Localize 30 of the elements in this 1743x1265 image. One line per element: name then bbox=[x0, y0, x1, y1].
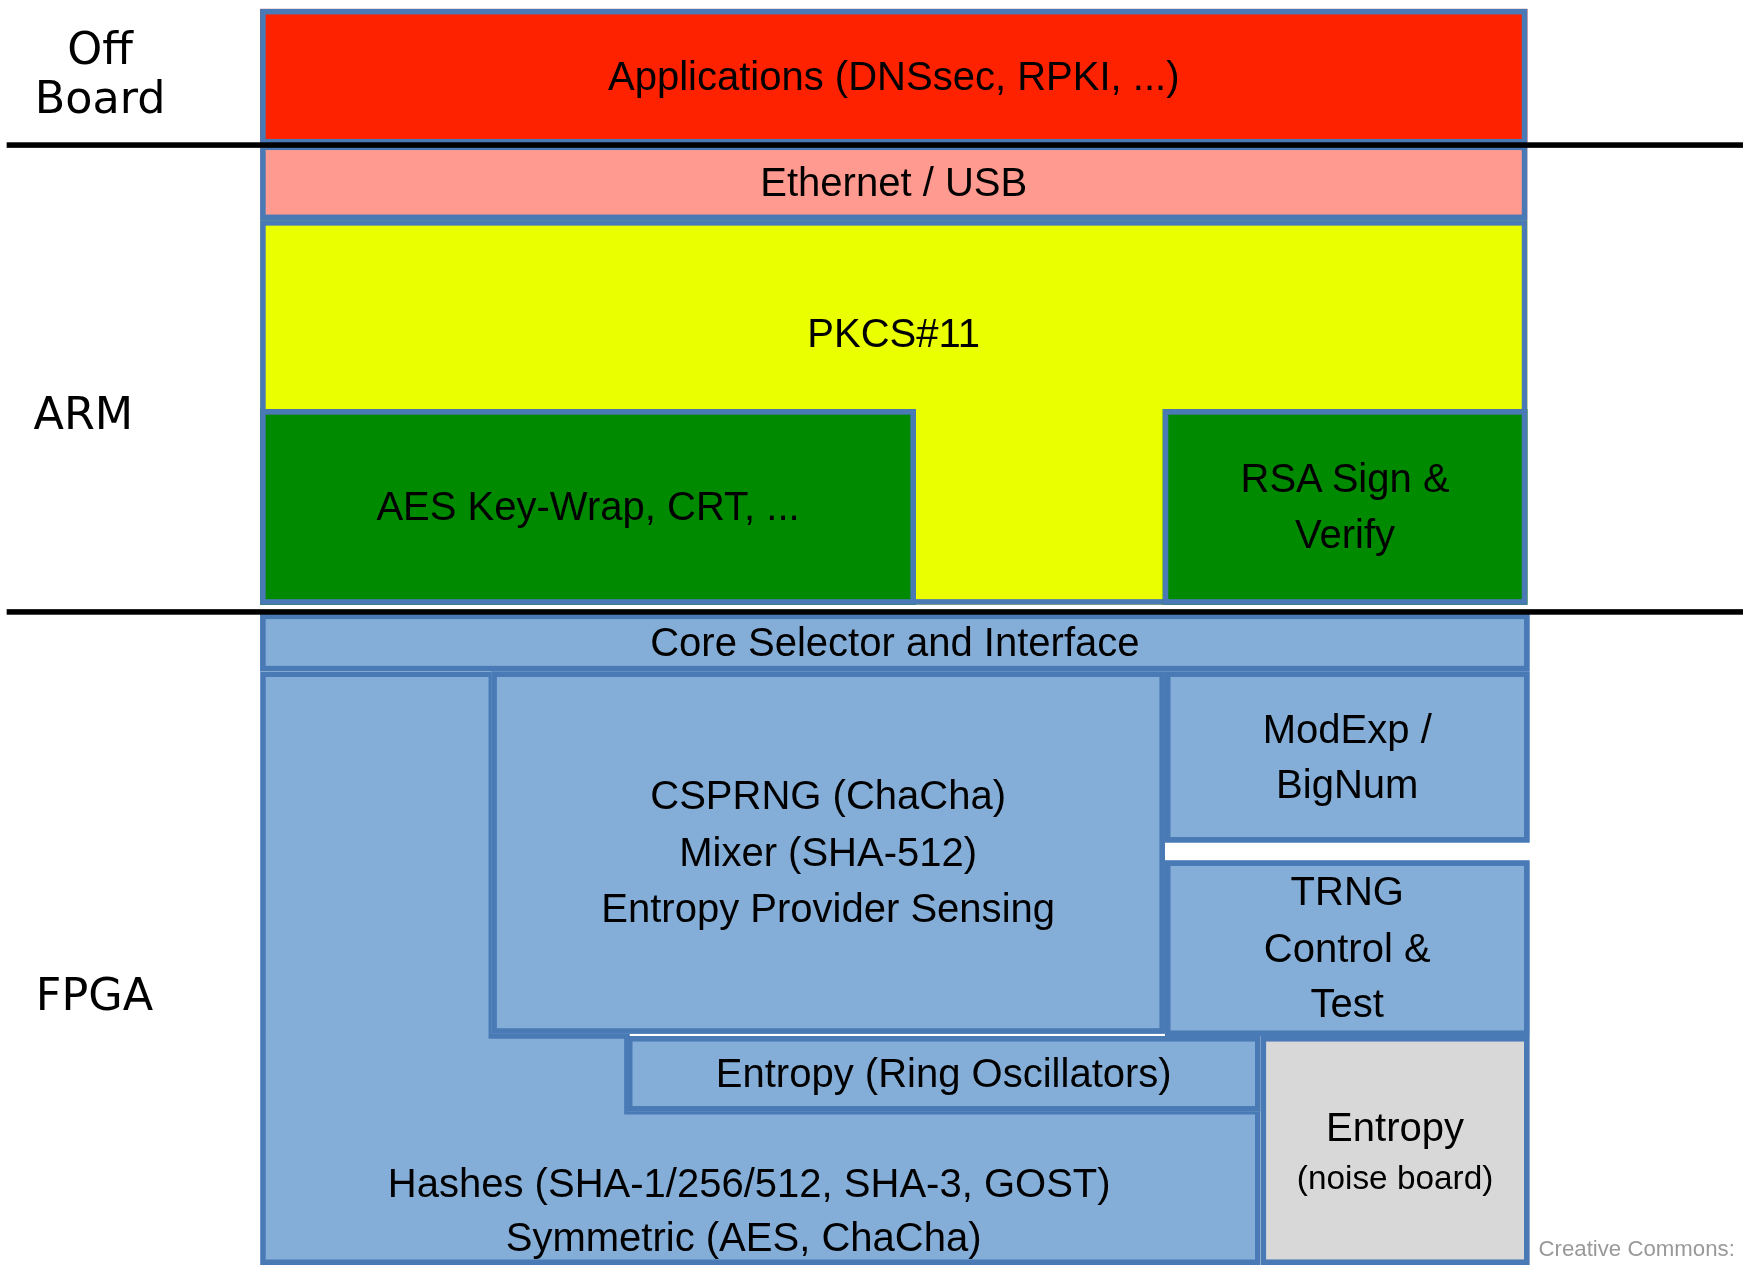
module-box bbox=[1260, 1036, 1530, 1265]
node-text: ModExp / BigNum bbox=[1261, 704, 1433, 809]
layer-label: Off Board bbox=[33, 24, 167, 123]
layer-label: FPGA bbox=[34, 970, 155, 1020]
node-text: TRNG Control & Test bbox=[1262, 867, 1432, 1029]
node-text: Entropy bbox=[1326, 1102, 1464, 1152]
node-text: Hashes (SHA-1/256/512, SHA-3, GOST) bbox=[387, 1159, 1111, 1208]
module-box bbox=[1162, 409, 1528, 605]
module-box bbox=[626, 1036, 1261, 1112]
license-note: Creative Commons: bbox=[1538, 1236, 1736, 1261]
node-text: Applications (DNSsec, RPKI, ...) bbox=[607, 52, 1180, 101]
layer-panel bbox=[260, 220, 1528, 605]
module-box bbox=[1164, 671, 1530, 843]
node-text: PKCS#11 bbox=[807, 309, 981, 358]
node-text: (noise board) bbox=[1296, 1158, 1494, 1199]
node-text: Mixer (SHA-512) bbox=[679, 828, 978, 877]
node-text: Entropy (Ring Oscillators) bbox=[715, 1049, 1172, 1098]
node-text: Entropy Provider Sensing bbox=[601, 884, 1056, 933]
module-box bbox=[260, 409, 916, 605]
layer-label: ARM bbox=[32, 389, 135, 438]
node-text: RSA Sign & Verify bbox=[1239, 454, 1451, 559]
module-box bbox=[260, 671, 1261, 1265]
node-text: Ethernet / USB bbox=[760, 157, 1028, 207]
layer-bar bbox=[260, 8, 1528, 145]
node-text: Core Selector and Interface bbox=[650, 617, 1140, 667]
layer-bar bbox=[260, 613, 1530, 672]
node-text: Symmetric (AES, ChaCha) bbox=[505, 1213, 982, 1262]
node-text: CSPRNG (ChaCha) bbox=[650, 772, 1007, 821]
module-box bbox=[491, 671, 1165, 1034]
node-text: AES Key-Wrap, CRT, ... bbox=[376, 482, 800, 531]
